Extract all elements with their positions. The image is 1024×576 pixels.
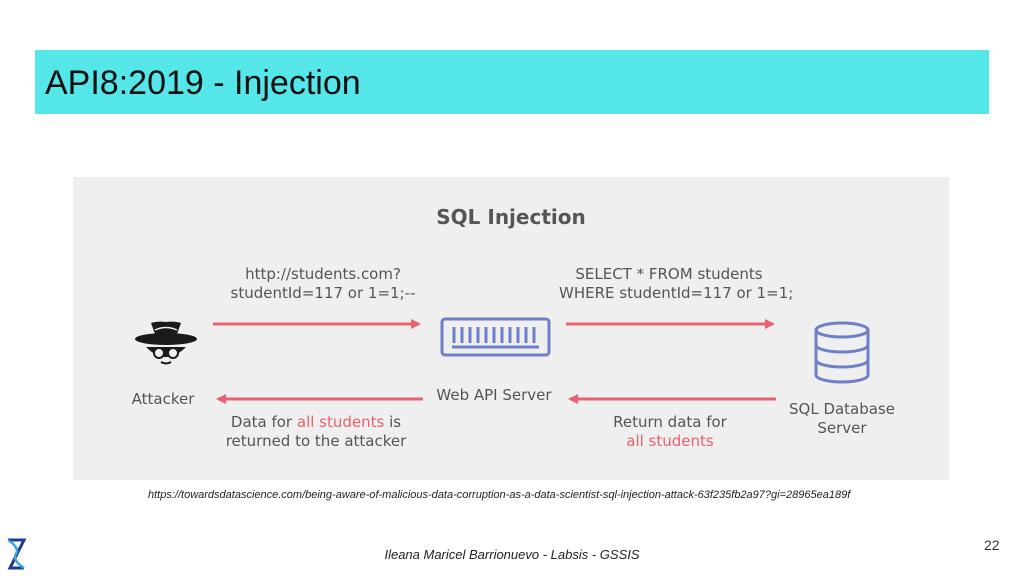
server-icon	[440, 317, 551, 357]
response-attacker-prefix: Data for	[230, 413, 297, 431]
page-number: 22	[984, 537, 1000, 553]
attacker-label: Attacker	[131, 390, 195, 408]
sql-injection-diagram: SQL Injection http://students.com? stude…	[73, 177, 949, 480]
response-db-line-2: all students	[626, 432, 714, 450]
response-db-line-1: Return data for	[613, 413, 727, 431]
request-line-2: studentId=117 or 1=1;--	[230, 284, 416, 302]
title-bar: API8:2019 - Injection	[35, 50, 989, 114]
database-label: SQL Database Server	[779, 400, 905, 438]
database-icon	[814, 321, 870, 384]
response-attacker-suffix: is	[384, 413, 402, 431]
database-label-line-2: Server	[817, 419, 867, 437]
diagram-title: SQL Injection	[436, 205, 586, 229]
labsis-logo-icon	[7, 538, 27, 570]
diagram-graphics	[135, 317, 870, 404]
slide-title: API8:2019 - Injection	[45, 64, 361, 102]
response-attacker-line-2: returned to the attacker	[225, 432, 407, 450]
source-link[interactable]: https://towardsdatascience.com/being-awa…	[148, 489, 851, 501]
query-text: SELECT * FROM students WHERE studentId=1…	[559, 265, 794, 303]
query-line-2: WHERE studentId=117 or 1=1;	[559, 284, 794, 302]
server-label: Web API Server	[436, 386, 552, 404]
attacker-icon	[135, 321, 197, 365]
database-label-line-1: SQL Database	[788, 400, 896, 418]
request-text: http://students.com? studentId=117 or 1=…	[223, 265, 423, 303]
query-line-1: SELECT * FROM students	[575, 265, 763, 283]
footer-credit: Ileana Maricel Barrionuevo - Labsis - GS…	[384, 547, 640, 562]
response-attacker-text: Data for all students is returned to the…	[216, 413, 416, 451]
response-db-text: Return data for all students	[590, 413, 750, 451]
response-attacker-line-1: Data for all students is	[216, 413, 416, 432]
response-attacker-highlight: all students	[296, 413, 385, 431]
request-line-1: http://students.com?	[245, 265, 401, 283]
